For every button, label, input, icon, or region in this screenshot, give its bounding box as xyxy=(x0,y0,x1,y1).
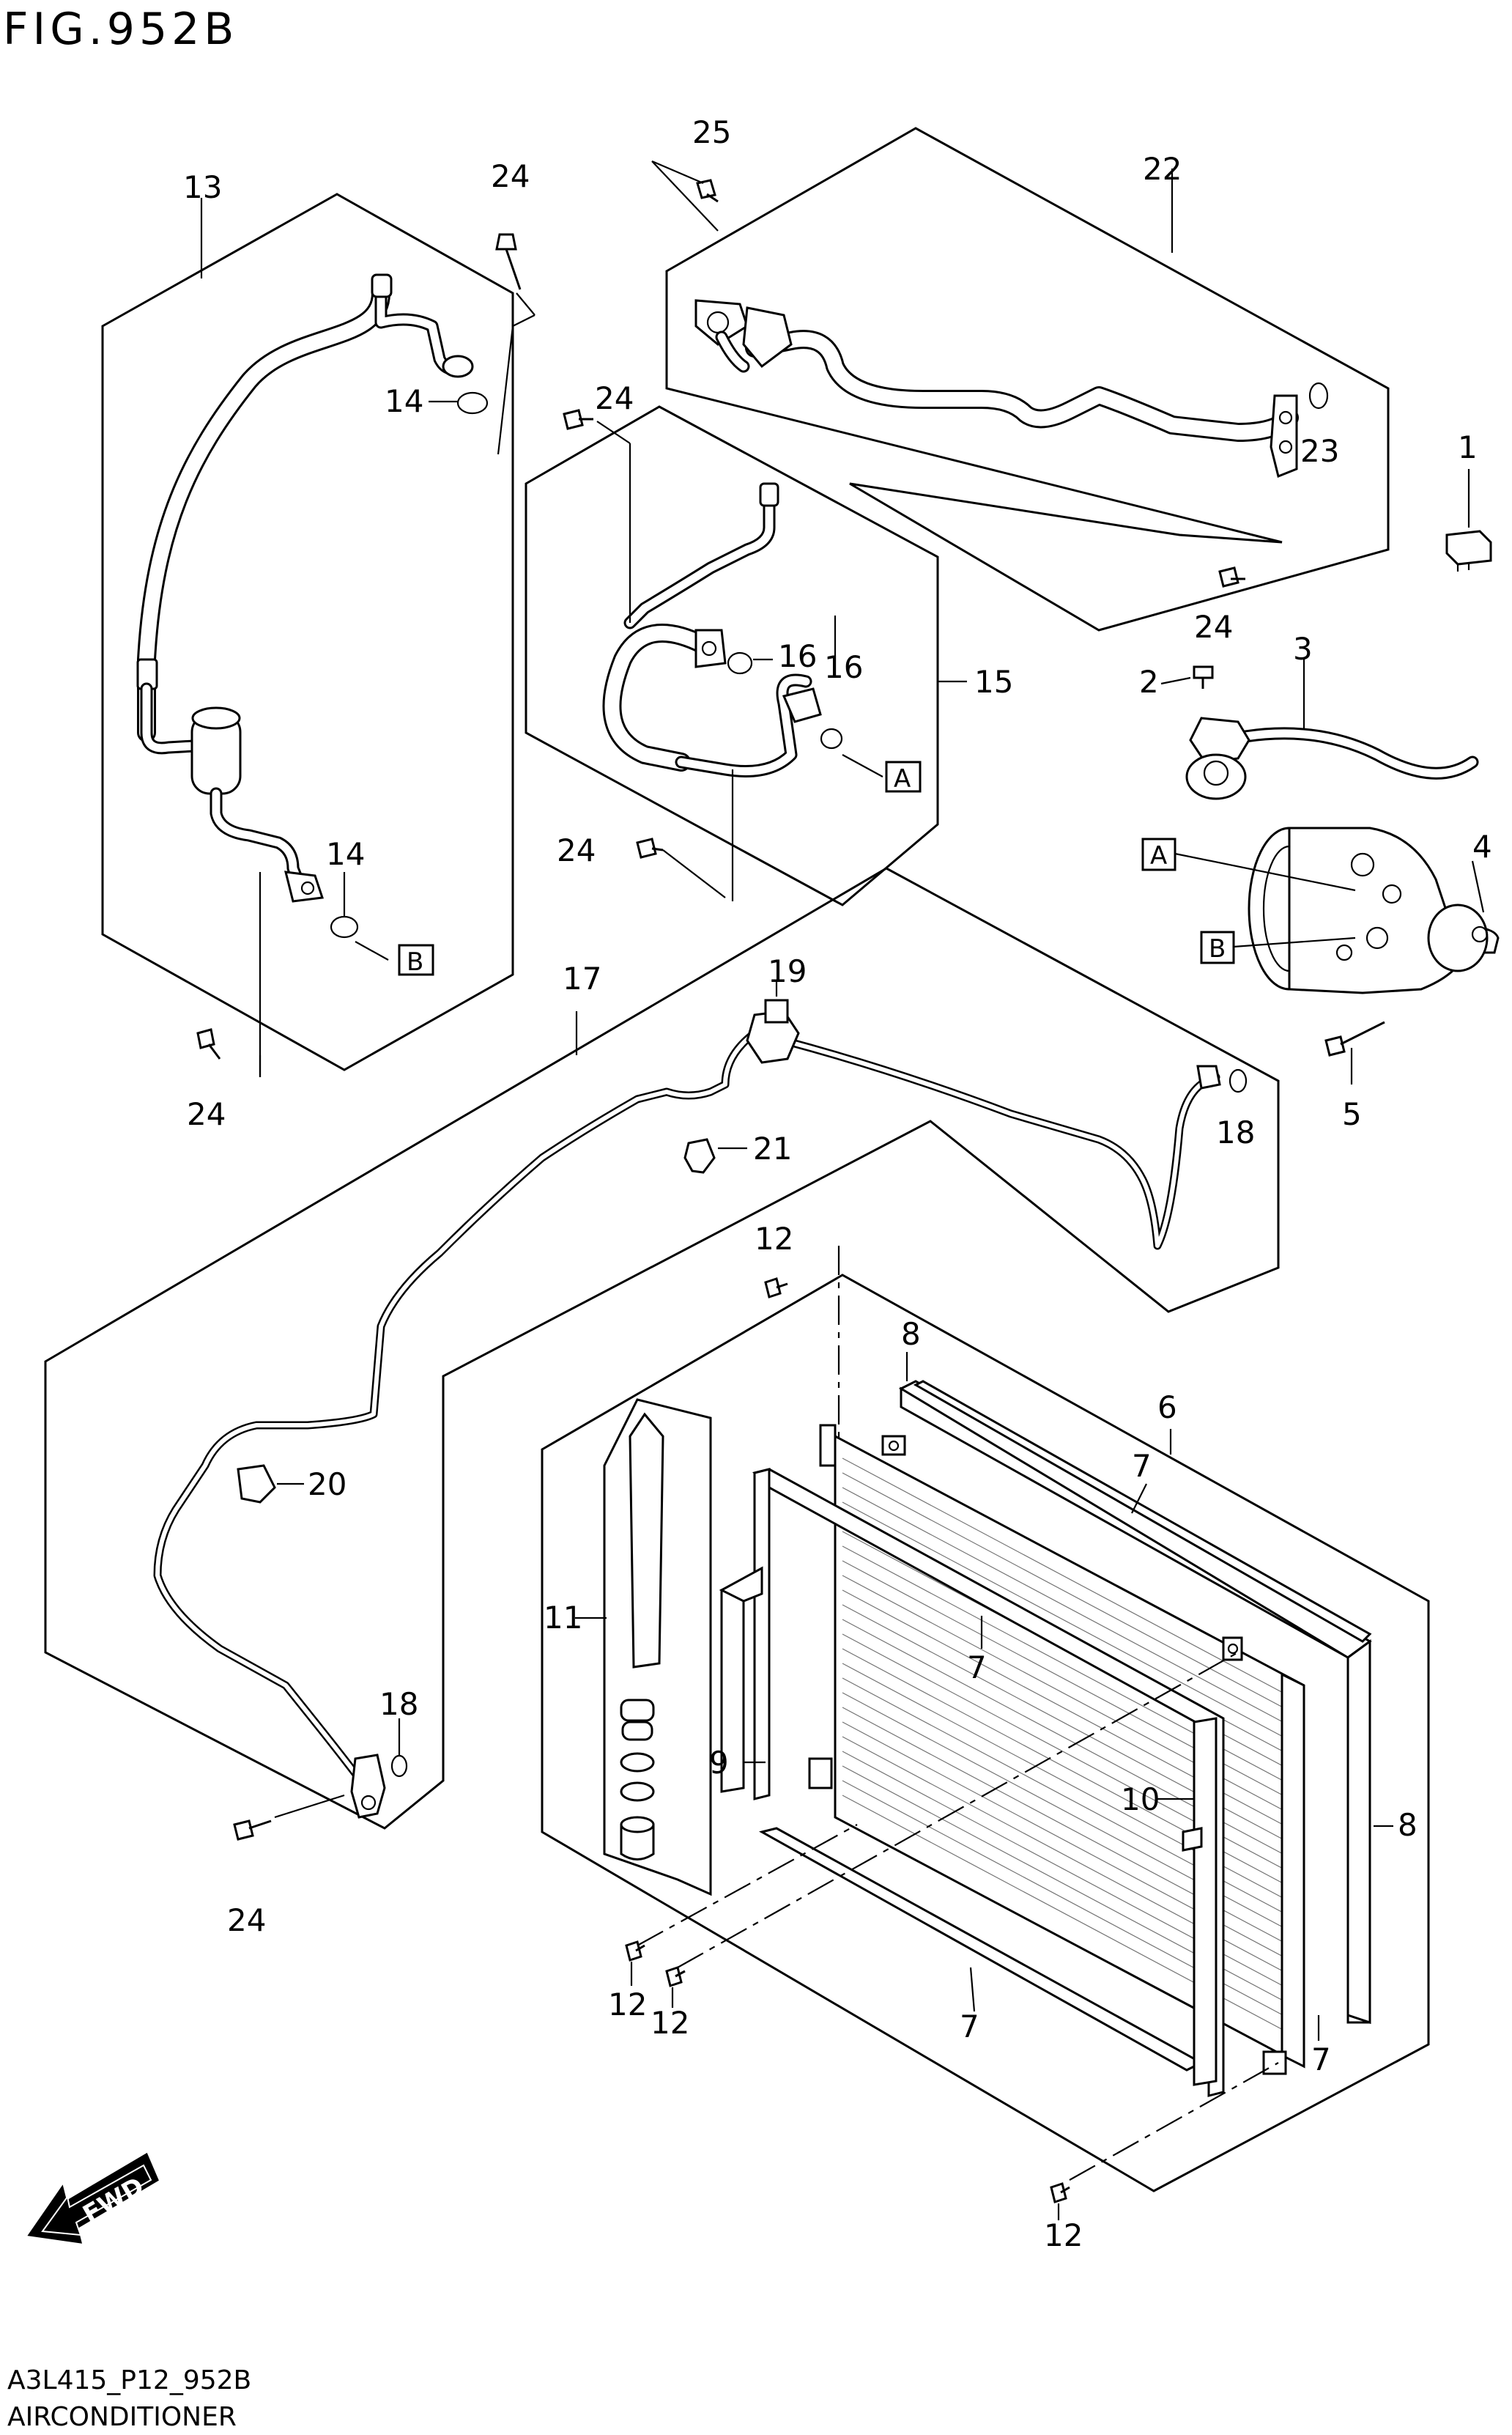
drier-group-outline xyxy=(603,1398,712,1896)
bolt-2 xyxy=(1160,665,1214,689)
connection-label-a-1: A xyxy=(894,764,911,794)
connection-mark-b-1 xyxy=(398,944,434,976)
bolt-12-top xyxy=(764,1277,788,1298)
callout-3: 3 xyxy=(1293,631,1313,667)
callout-24-group-17: 24 xyxy=(227,1902,266,1938)
group-17-outline xyxy=(44,867,1280,1830)
callout-17: 17 xyxy=(563,961,601,997)
callout-22: 22 xyxy=(1143,151,1182,187)
o-ring-14-lower xyxy=(330,915,359,939)
callout-9: 9 xyxy=(709,1745,729,1781)
o-ring-18-left xyxy=(390,1754,408,1778)
bolt-5 xyxy=(1324,1021,1385,1085)
group-15-liquid-pipe xyxy=(525,405,939,906)
bolt-24-group-17 xyxy=(233,1794,345,1841)
callout-7-top: 7 xyxy=(1132,1448,1152,1484)
callout-18-right: 18 xyxy=(1216,1115,1255,1150)
bolt-12-left-a xyxy=(625,1940,645,1962)
callout-11: 11 xyxy=(544,1600,582,1636)
o-ring-16-right xyxy=(820,728,843,750)
clamp-20 xyxy=(237,1464,304,1504)
group-15-outline xyxy=(525,405,939,906)
o-ring-16-left xyxy=(727,651,753,675)
callout-24-bottom-15: 24 xyxy=(557,832,596,868)
group-13-outline xyxy=(101,193,514,1071)
connection-mark-b-2 xyxy=(1200,931,1235,964)
callout-16-left: 16 xyxy=(778,638,817,674)
callout-16-right: 16 xyxy=(824,649,863,685)
callout-25: 25 xyxy=(692,114,731,150)
callout-4: 4 xyxy=(1472,829,1492,865)
figure-code: A3L415_P12_952B xyxy=(7,2365,251,2395)
callout-19: 19 xyxy=(768,953,807,989)
callout-24-top-15: 24 xyxy=(595,380,634,416)
bolt-24-bottom-15 xyxy=(636,838,726,898)
bolt-24-top-15 xyxy=(563,409,631,623)
bolt-25 xyxy=(651,160,719,232)
bolt-12-bottom xyxy=(1050,2182,1070,2203)
o-ring-18-right xyxy=(1228,1068,1248,1093)
connection-label-a-2: A xyxy=(1150,841,1167,871)
callout-12-left-b: 12 xyxy=(651,2005,689,2041)
callout-6: 6 xyxy=(1157,1389,1177,1425)
condenser-group-outline xyxy=(541,1274,1430,2192)
condenser-group-6 xyxy=(541,1246,1430,2192)
group-22-discharge-hose xyxy=(665,127,1390,632)
callout-21: 21 xyxy=(753,1131,792,1167)
connection-label-b-2: B xyxy=(1209,934,1226,964)
callout-8-top: 8 xyxy=(901,1316,921,1352)
clamp-21 xyxy=(683,1138,747,1174)
callout-24-group-22: 24 xyxy=(1194,609,1233,645)
callout-24-bottom-13: 24 xyxy=(187,1096,226,1132)
callout-14-lower: 14 xyxy=(326,836,365,872)
connection-label-b-1: B xyxy=(407,947,423,977)
callout-7-middle: 7 xyxy=(967,1649,987,1685)
callout-20: 20 xyxy=(308,1466,346,1502)
harness-part-3 xyxy=(1185,659,1479,800)
figure-title: FIG.952B xyxy=(3,4,238,55)
o-ring-14-upper xyxy=(456,391,489,415)
bolt-24-bottom-13 xyxy=(196,1028,221,1060)
callout-18-left: 18 xyxy=(379,1686,418,1722)
callout-13: 13 xyxy=(183,169,222,205)
callout-2: 2 xyxy=(1139,664,1159,700)
callout-24-top-13: 24 xyxy=(491,158,530,194)
callout-23: 23 xyxy=(1300,433,1339,469)
bolt-24-top-13 xyxy=(495,233,536,455)
fwd-direction-arrow: FWD xyxy=(27,2152,159,2244)
bolt-12-left-b xyxy=(665,1966,686,1987)
group-13-suction-hose xyxy=(101,193,514,1077)
o-ring-23 xyxy=(1308,382,1329,410)
compressor-part-4 xyxy=(1248,827,1500,994)
callout-12-left-a: 12 xyxy=(608,1987,647,2022)
figure-name: AIRCONDITIONER xyxy=(7,2402,237,2432)
callout-8-right: 8 xyxy=(1398,1807,1418,1843)
callout-7-bottom: 7 xyxy=(960,2009,979,2044)
callout-14-upper: 14 xyxy=(385,383,423,419)
callout-15: 15 xyxy=(974,664,1013,700)
bolt-24-group-22 xyxy=(1218,566,1245,588)
receiver-drier-11 xyxy=(603,1398,712,1896)
group-17-pipe xyxy=(44,867,1280,1830)
relay-part-1 xyxy=(1445,469,1492,572)
callout-7-right: 7 xyxy=(1311,2042,1331,2077)
connection-mark-a-1 xyxy=(885,761,922,793)
callout-5: 5 xyxy=(1342,1096,1362,1132)
callout-12-top: 12 xyxy=(755,1221,793,1257)
callout-10: 10 xyxy=(1121,1781,1160,1817)
callout-1: 1 xyxy=(1458,429,1478,465)
callout-12-bottom: 12 xyxy=(1044,2217,1083,2253)
group-22-outline xyxy=(665,127,1390,632)
